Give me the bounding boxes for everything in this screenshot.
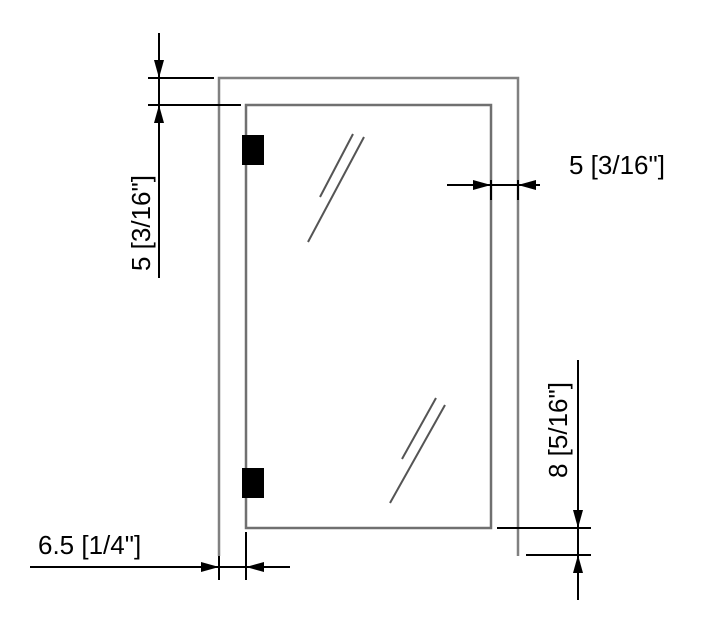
top-gap-dimension [148,33,241,278]
bottom-gap-dimension [497,360,591,600]
arrowhead-up-icon [573,555,583,573]
opening-frame [217,76,520,556]
bottom-hinge [242,468,264,498]
reflection-line [307,136,365,243]
arrowhead-left-icon [518,180,536,190]
glass-door-panel [244,103,493,530]
bottom-gap-label: 8 [5/16"] [543,382,573,478]
reflection-line [401,397,437,460]
top-hinge [242,135,264,165]
reflection-line [319,133,354,198]
side-gap-dimension [447,180,540,200]
arrowhead-right-icon [201,562,219,572]
side-gap-label: 5 [3/16"] [569,150,665,180]
glass-reflection-top [307,133,365,243]
reflection-line [389,404,446,504]
hinge-side-gap-label: 6.5 [1/4"] [38,530,141,560]
arrowhead-down-icon [154,60,164,78]
hinge-side-gap-dimension [30,532,290,580]
top-gap-label: 5 [3/16"] [126,175,156,271]
glass-reflection-bottom [389,397,446,504]
arrowhead-up-icon [154,105,164,123]
arrowhead-right-icon [473,180,491,190]
arrowhead-down-icon [573,510,583,528]
arrowhead-left-icon [246,562,264,572]
